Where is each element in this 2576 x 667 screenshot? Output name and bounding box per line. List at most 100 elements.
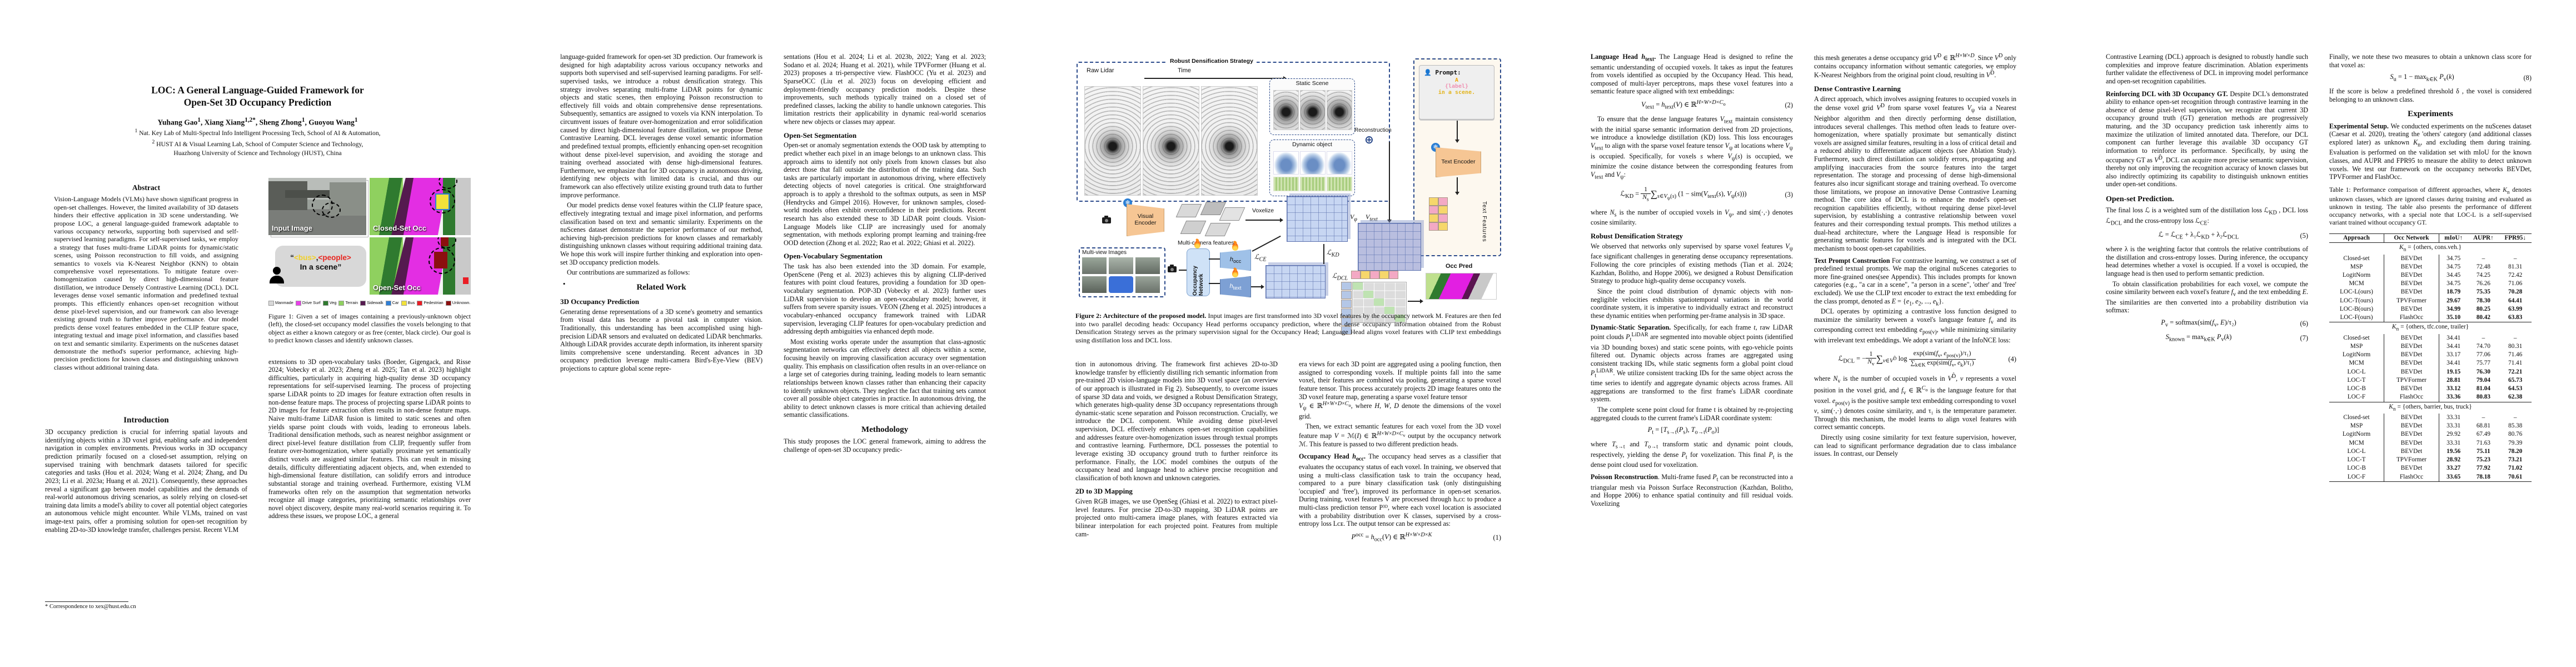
legend-item: Drive Surf [295, 300, 321, 306]
voxelize-label: Voxelize [1252, 207, 1274, 214]
equation-8: Su = 1 − maxk∈K Pv(k)(8) [2390, 73, 2532, 83]
table-row: Closed-set BEVDet 34.41 – – [2329, 334, 2532, 342]
section-heading-experiments: Experiments [2408, 109, 2453, 119]
page-5: Contrastive Learning (DCL) approach is d… [2061, 0, 2576, 667]
open-set-occ-label: Open-Set Occ [373, 283, 421, 292]
reconstruction-label: Reconstruction [1354, 127, 1392, 133]
highlight-circle [322, 202, 341, 218]
text-features-tiles [1429, 197, 1449, 231]
visual-encoder: Visual Encoder [1127, 204, 1164, 236]
paragraph: Vψ ∈ ℝH×W×D×Co, where H, W, D denote the… [1299, 401, 1502, 420]
table-row: LOC-B BEVDet 33.27 77.92 71.02 [2329, 464, 2532, 473]
paragraph: Our model predicts dense voxel features … [560, 201, 763, 266]
equation-6: Pv = softmax(sim(fv, E)/τ₂)(6) [2161, 318, 2308, 328]
equation-pt: Pt = [Ts→t(Ps), To→t(Po)] [1647, 426, 1720, 436]
paragraph: where Ns is the number of occupied voxel… [1591, 208, 1793, 227]
lidar-frame-2 [1143, 86, 1199, 196]
reinforcing-dcl-paragraph: Reinforcing DCL with 3D Occupancy GT. De… [2106, 89, 2309, 188]
legend-swatch [445, 301, 451, 306]
group-title: Kn = {others, tfc.cone, trailer} [2329, 322, 2532, 334]
paragraph: Finally, we note these two measures to o… [2329, 53, 2532, 69]
paragraph: where Nv is the number of occupied voxel… [1814, 374, 2017, 431]
vphi-label: Vφ [1350, 213, 1357, 223]
paragraph: Most existing works operate under the as… [784, 337, 986, 419]
legend-item: Pedestrian [417, 300, 444, 306]
table-1: Approach Occ Network mIoU↑ AUPR↑ FPR95↓ … [2329, 233, 2532, 482]
paragraph: language-guided framework for open-set 3… [560, 53, 763, 199]
page3-col1: tion in autonomous driving. The framewor… [1075, 360, 1278, 538]
table-row: LOC-F FlashOcc 33.36 80.83 62.38 [2329, 393, 2532, 402]
multi-view-images-box: Multi-view Images [1079, 247, 1165, 297]
table-group-2-rows: Closed-set BEVDet 34.41 – – MSP BEVDet 3… [2329, 334, 2532, 402]
paragraph: A direct approach, which involves assign… [1814, 94, 2016, 252]
vtext-label: Vtext [1366, 213, 1378, 223]
voxel-grid-vphi [1287, 196, 1348, 242]
occ-pred-label: Occ Pred [1446, 263, 1473, 270]
legend-swatch [322, 301, 328, 306]
authors: Yuhang Gao1, Xiang Xiang1,2*, Sheng Zhon… [157, 116, 358, 127]
paragraph: The final loss ℒ is a weighted sum of th… [2106, 206, 2308, 226]
paragraph: Since the point cloud distribution of dy… [1591, 287, 1793, 320]
figure-1: Input Image Closed-Set Occ “<bus>,<peo [268, 178, 471, 307]
paragraph: era views for each 3D point are aggregat… [1299, 360, 1501, 401]
legend-item: Bus [401, 300, 415, 306]
legend-swatch [295, 301, 301, 306]
table-row: LOC-T TPVFormer 28.92 75.23 73.21 [2329, 456, 2532, 465]
voxel-grid-output [1265, 265, 1326, 298]
poisson-paragraph: Poisson Reconstruction. Multi-frame fuse… [1591, 473, 1793, 507]
page4-col1: Language Head htext. The Language Head i… [1591, 53, 1793, 508]
paragraph: Contrastive Learning (DCL) approach is d… [2106, 53, 2308, 85]
legend-item: Car [385, 300, 399, 306]
table-row: LOC-L BEVDet 19.15 76.30 72.21 [2329, 367, 2532, 376]
paragraph: This study proposes the LOC general fram… [784, 437, 986, 454]
subsection-dense-contrastive-learning: Dense Contrastive Learning [1814, 84, 1901, 93]
paragraph: tion in autonomous driving. The framewor… [1075, 360, 1278, 482]
legend-item: Terrain [338, 300, 358, 306]
subsection-open-vocabulary-segmentation: Open-Vocabulary Segmentation [784, 252, 883, 261]
paragraph: where λ is the weighting factor that con… [2106, 245, 2308, 277]
prompt-label-token: {label} [1444, 83, 1469, 89]
fire-icon [1232, 243, 1238, 251]
affiliation-1: 1 Nat. Key Lab of Multi-Spectral Info In… [134, 128, 381, 137]
multi-camera-features-label: Multi-camera features [1178, 240, 1234, 246]
occupancy-head-paragraph: Occupancy Head hocc. The occupancy head … [1299, 452, 1501, 528]
input-image: Input Image [268, 178, 366, 235]
input-image-label: Input Image [272, 224, 312, 233]
table-row: LOC-T TPVFormer 28.81 79.04 65.73 [2329, 376, 2532, 385]
table-group-1-rows: Closed-set BEVDet 34.75 – – MSP BEVDet 3… [2329, 254, 2532, 322]
subsection-open-set-segmentation: Open-Set Segmentation [784, 131, 857, 140]
dynamic-car-points [1273, 151, 1299, 175]
voxel-feature-column [1341, 282, 1352, 335]
legend-swatch [401, 301, 407, 306]
paragraph: where Ts→t and To→t transform static and… [1591, 440, 1793, 469]
static-scene-label: Static Scene [1296, 80, 1329, 87]
paragraph: Given RGB images, we use OpenSeg (Ghiasi… [1075, 497, 1278, 538]
prompt-title: 👤 Prompt: [1424, 69, 1461, 76]
legend-item: Sidewalk [360, 300, 383, 306]
legend-item: Unknown. [445, 300, 471, 306]
table-row: MCM BEVDet 34.75 76.26 71.06 [2329, 280, 2532, 288]
table-row: LOC-L(ours) BEVDet 18.79 75.35 70.28 [2329, 288, 2532, 297]
paragraph: Open-set or anomaly segmentation extends… [784, 141, 986, 247]
ground-points [1273, 177, 1299, 191]
prompt-a: A [1454, 77, 1459, 83]
table-row: LOC-L BEVDet 19.56 75.11 78.20 [2329, 447, 2532, 456]
page-3: Robust Densification Strategy Raw Lidar … [1030, 0, 1546, 667]
page2-col2: sentations (Hou et al. 2024; Li et al. 2… [784, 53, 986, 454]
table-row: LOC-B(ours) BEVDet 34.99 80.25 63.99 [2329, 305, 2532, 314]
equation-7: Sknown = maxk∈K Pv(k)(7) [2165, 333, 2308, 343]
table-row: LOC-F FlashOcc 33.65 78.18 70.61 [2329, 472, 2532, 482]
paragraph: Our contributions are summarized as foll… [567, 268, 690, 277]
group-title: Kn = {others, barrier, bus, truck} [2329, 401, 2532, 414]
lidar-frame-3 [1201, 86, 1258, 196]
table-row: MSP BEVDet 34.75 72.48 81.31 [2329, 262, 2532, 271]
intro-paragraph: 3D occupancy prediction is crucial for i… [45, 428, 247, 534]
dynamic-static-paragraph: Dynamic-Static Separation. Specifically,… [1591, 323, 1793, 404]
lkd-label: ℒKD [1327, 248, 1339, 258]
paragraph: Directly using cosine similarity for tex… [1814, 434, 2016, 458]
page1-col2: Input Image Closed-Set Occ “<bus>,<peo [268, 178, 471, 520]
title-block: LOC: A General Language-Guided Framework… [39, 84, 476, 157]
paragraph: The complete scene point cloud for frame… [1591, 406, 1793, 422]
prompt-rest: in a scene. [1438, 89, 1476, 96]
